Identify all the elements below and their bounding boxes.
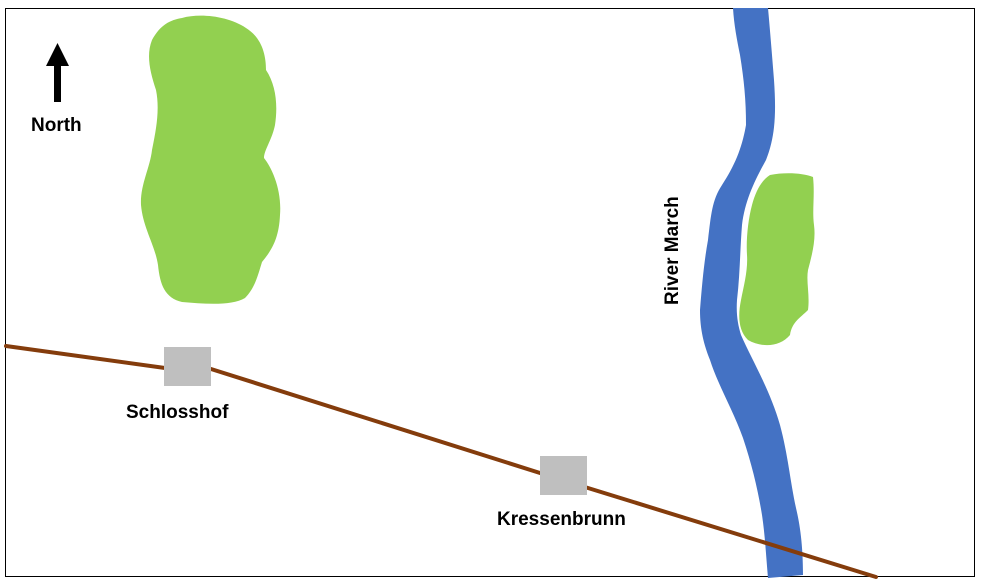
station-schlosshof-marker (164, 347, 211, 386)
railway-line (4, 344, 878, 579)
station-schlosshof-label: Schlosshof (126, 402, 229, 423)
station-kressenbrunn-marker (540, 456, 587, 495)
north-arrow-icon (46, 43, 69, 102)
forest-east (739, 173, 815, 346)
river-march (700, 8, 803, 578)
forest-west (140, 15, 281, 304)
station-kressenbrunn-label: Kressenbrunn (497, 509, 626, 530)
compass-label: North (31, 115, 82, 136)
river-label: River March (662, 196, 683, 305)
map-border (5, 8, 975, 577)
